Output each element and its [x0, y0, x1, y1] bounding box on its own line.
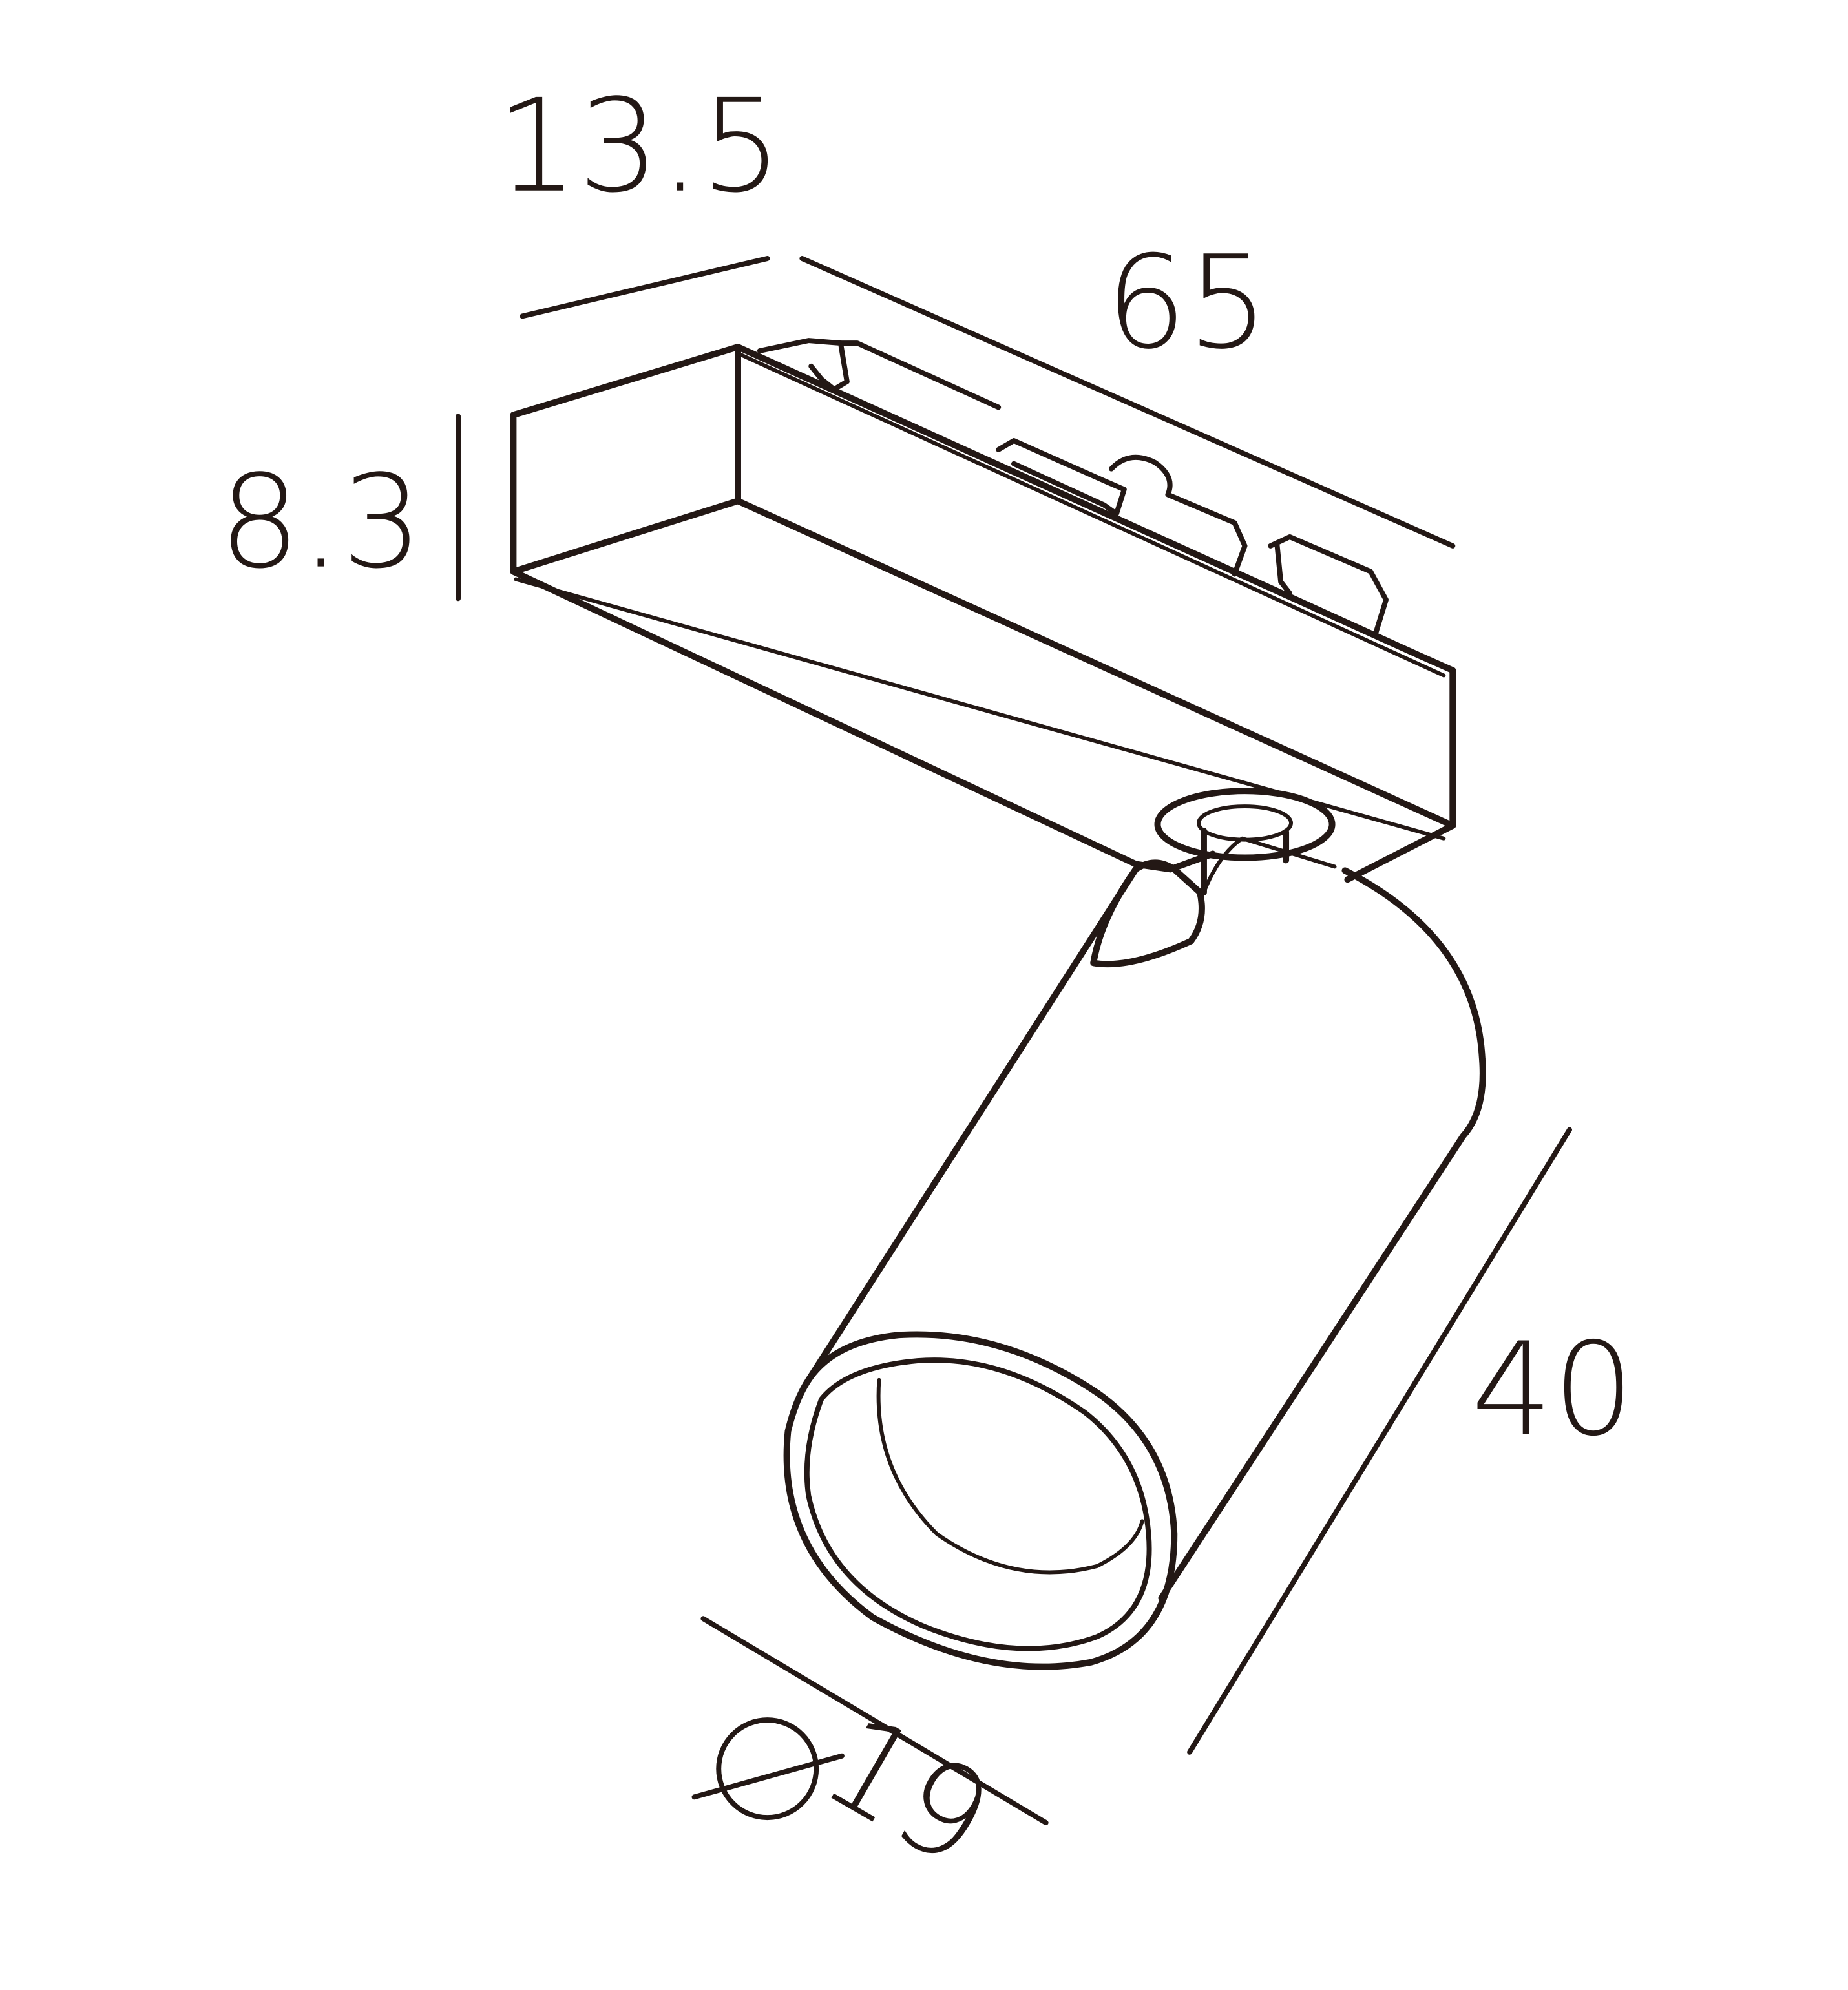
dim-label-body-length: 40 — [1471, 1315, 1635, 1464]
adapter-clips — [757, 338, 1389, 636]
dim-label-diameter: 19 — [799, 1685, 1015, 1896]
pivot-ring-outer — [1154, 788, 1336, 861]
dim-label-height: 8.3 — [219, 448, 423, 597]
body-right-edge — [1158, 867, 1486, 1602]
diameter-icon — [691, 1717, 845, 1821]
adapter-end-face — [510, 344, 741, 575]
adapter-top-ridge — [736, 351, 1446, 678]
dim-line-body-length — [1187, 1127, 1572, 1755]
lens-ring-outer — [783, 1331, 1178, 1670]
dim-label-depth: 13.5 — [496, 72, 782, 221]
clip-2 — [837, 340, 1002, 410]
adapter-right-end — [1344, 667, 1456, 883]
clip-4 — [1109, 454, 1248, 577]
spotlight-body — [783, 836, 1486, 1670]
pivot-stem — [1201, 827, 1290, 896]
lens-bore — [876, 1377, 1144, 1575]
pivot-joint — [1154, 788, 1336, 896]
adapter-front-face — [510, 568, 1216, 873]
body-left-edge — [805, 866, 1139, 1383]
body-rear-cap — [1090, 859, 1205, 968]
dim-line-diameter — [700, 1616, 1049, 1826]
dim-line-length — [799, 255, 1456, 549]
clip-3 — [996, 438, 1127, 517]
clip-5 — [1268, 534, 1389, 636]
dimension-lines — [456, 255, 1572, 1826]
pivot-ring-inner — [1197, 804, 1294, 842]
clip-1 — [757, 338, 850, 392]
dim-label-length: 65 — [1106, 228, 1269, 377]
body-rear-cap-inner — [1201, 836, 1337, 895]
dim-line-depth — [520, 255, 770, 319]
clip-6 — [1274, 540, 1293, 596]
adapter-bottom-edge — [735, 498, 1456, 829]
adapter-top-face — [510, 344, 1456, 674]
lens-ring-inner — [804, 1357, 1152, 1651]
